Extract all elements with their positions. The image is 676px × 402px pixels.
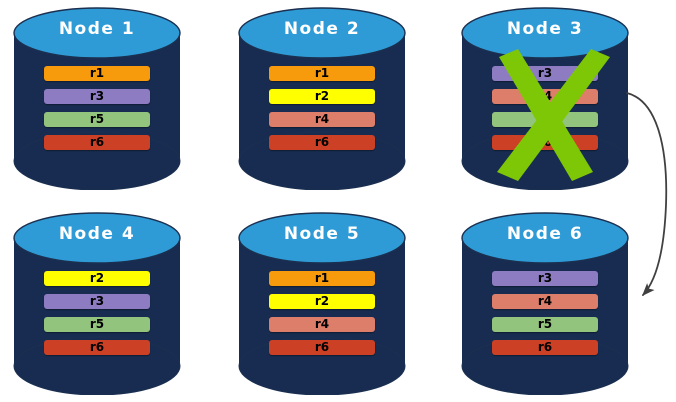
replica-band-r3[interactable]: r3	[492, 66, 598, 81]
replica-band-r5[interactable]: r5	[44, 317, 150, 332]
replica-band-r1[interactable]: r1	[269, 66, 375, 81]
replica-band-r5[interactable]: r5	[492, 112, 598, 127]
replica-band-r5[interactable]: r5	[492, 317, 598, 332]
replica-band-list: r1 r2 r4 r6	[269, 66, 375, 150]
replica-band-r1[interactable]: r1	[269, 271, 375, 286]
replica-band-r3[interactable]: r3	[44, 89, 150, 104]
replica-band-r4[interactable]: r4	[269, 112, 375, 127]
replica-band-r1[interactable]: r1	[44, 66, 150, 81]
replica-band-r6[interactable]: r6	[492, 135, 598, 150]
migration-arrow-path	[626, 92, 668, 297]
replica-band-list: r2 r3 r5 r6	[44, 271, 150, 355]
replica-band-r2[interactable]: r2	[44, 271, 150, 286]
replica-band-list: r1 r2 r4 r6	[269, 271, 375, 355]
replica-band-r6[interactable]: r6	[44, 340, 150, 355]
replica-band-r2[interactable]: r2	[269, 294, 375, 309]
replica-band-r6[interactable]: r6	[269, 340, 375, 355]
replica-band-list: r3 r4 r5 r6	[492, 271, 598, 355]
replica-band-r4[interactable]: r4	[492, 89, 598, 104]
replica-band-list: r3 r4 r5 r6	[492, 66, 598, 150]
replica-band-r2[interactable]: r2	[269, 89, 375, 104]
replica-band-r6[interactable]: r6	[492, 340, 598, 355]
replica-band-r4[interactable]: r4	[492, 294, 598, 309]
replica-band-list: r1 r3 r5 r6	[44, 66, 150, 150]
replica-band-r6[interactable]: r6	[269, 135, 375, 150]
replica-band-r3[interactable]: r3	[44, 294, 150, 309]
replica-band-r4[interactable]: r4	[269, 317, 375, 332]
replica-band-r6[interactable]: r6	[44, 135, 150, 150]
replica-band-r3[interactable]: r3	[492, 271, 598, 286]
replica-band-r5[interactable]: r5	[44, 112, 150, 127]
